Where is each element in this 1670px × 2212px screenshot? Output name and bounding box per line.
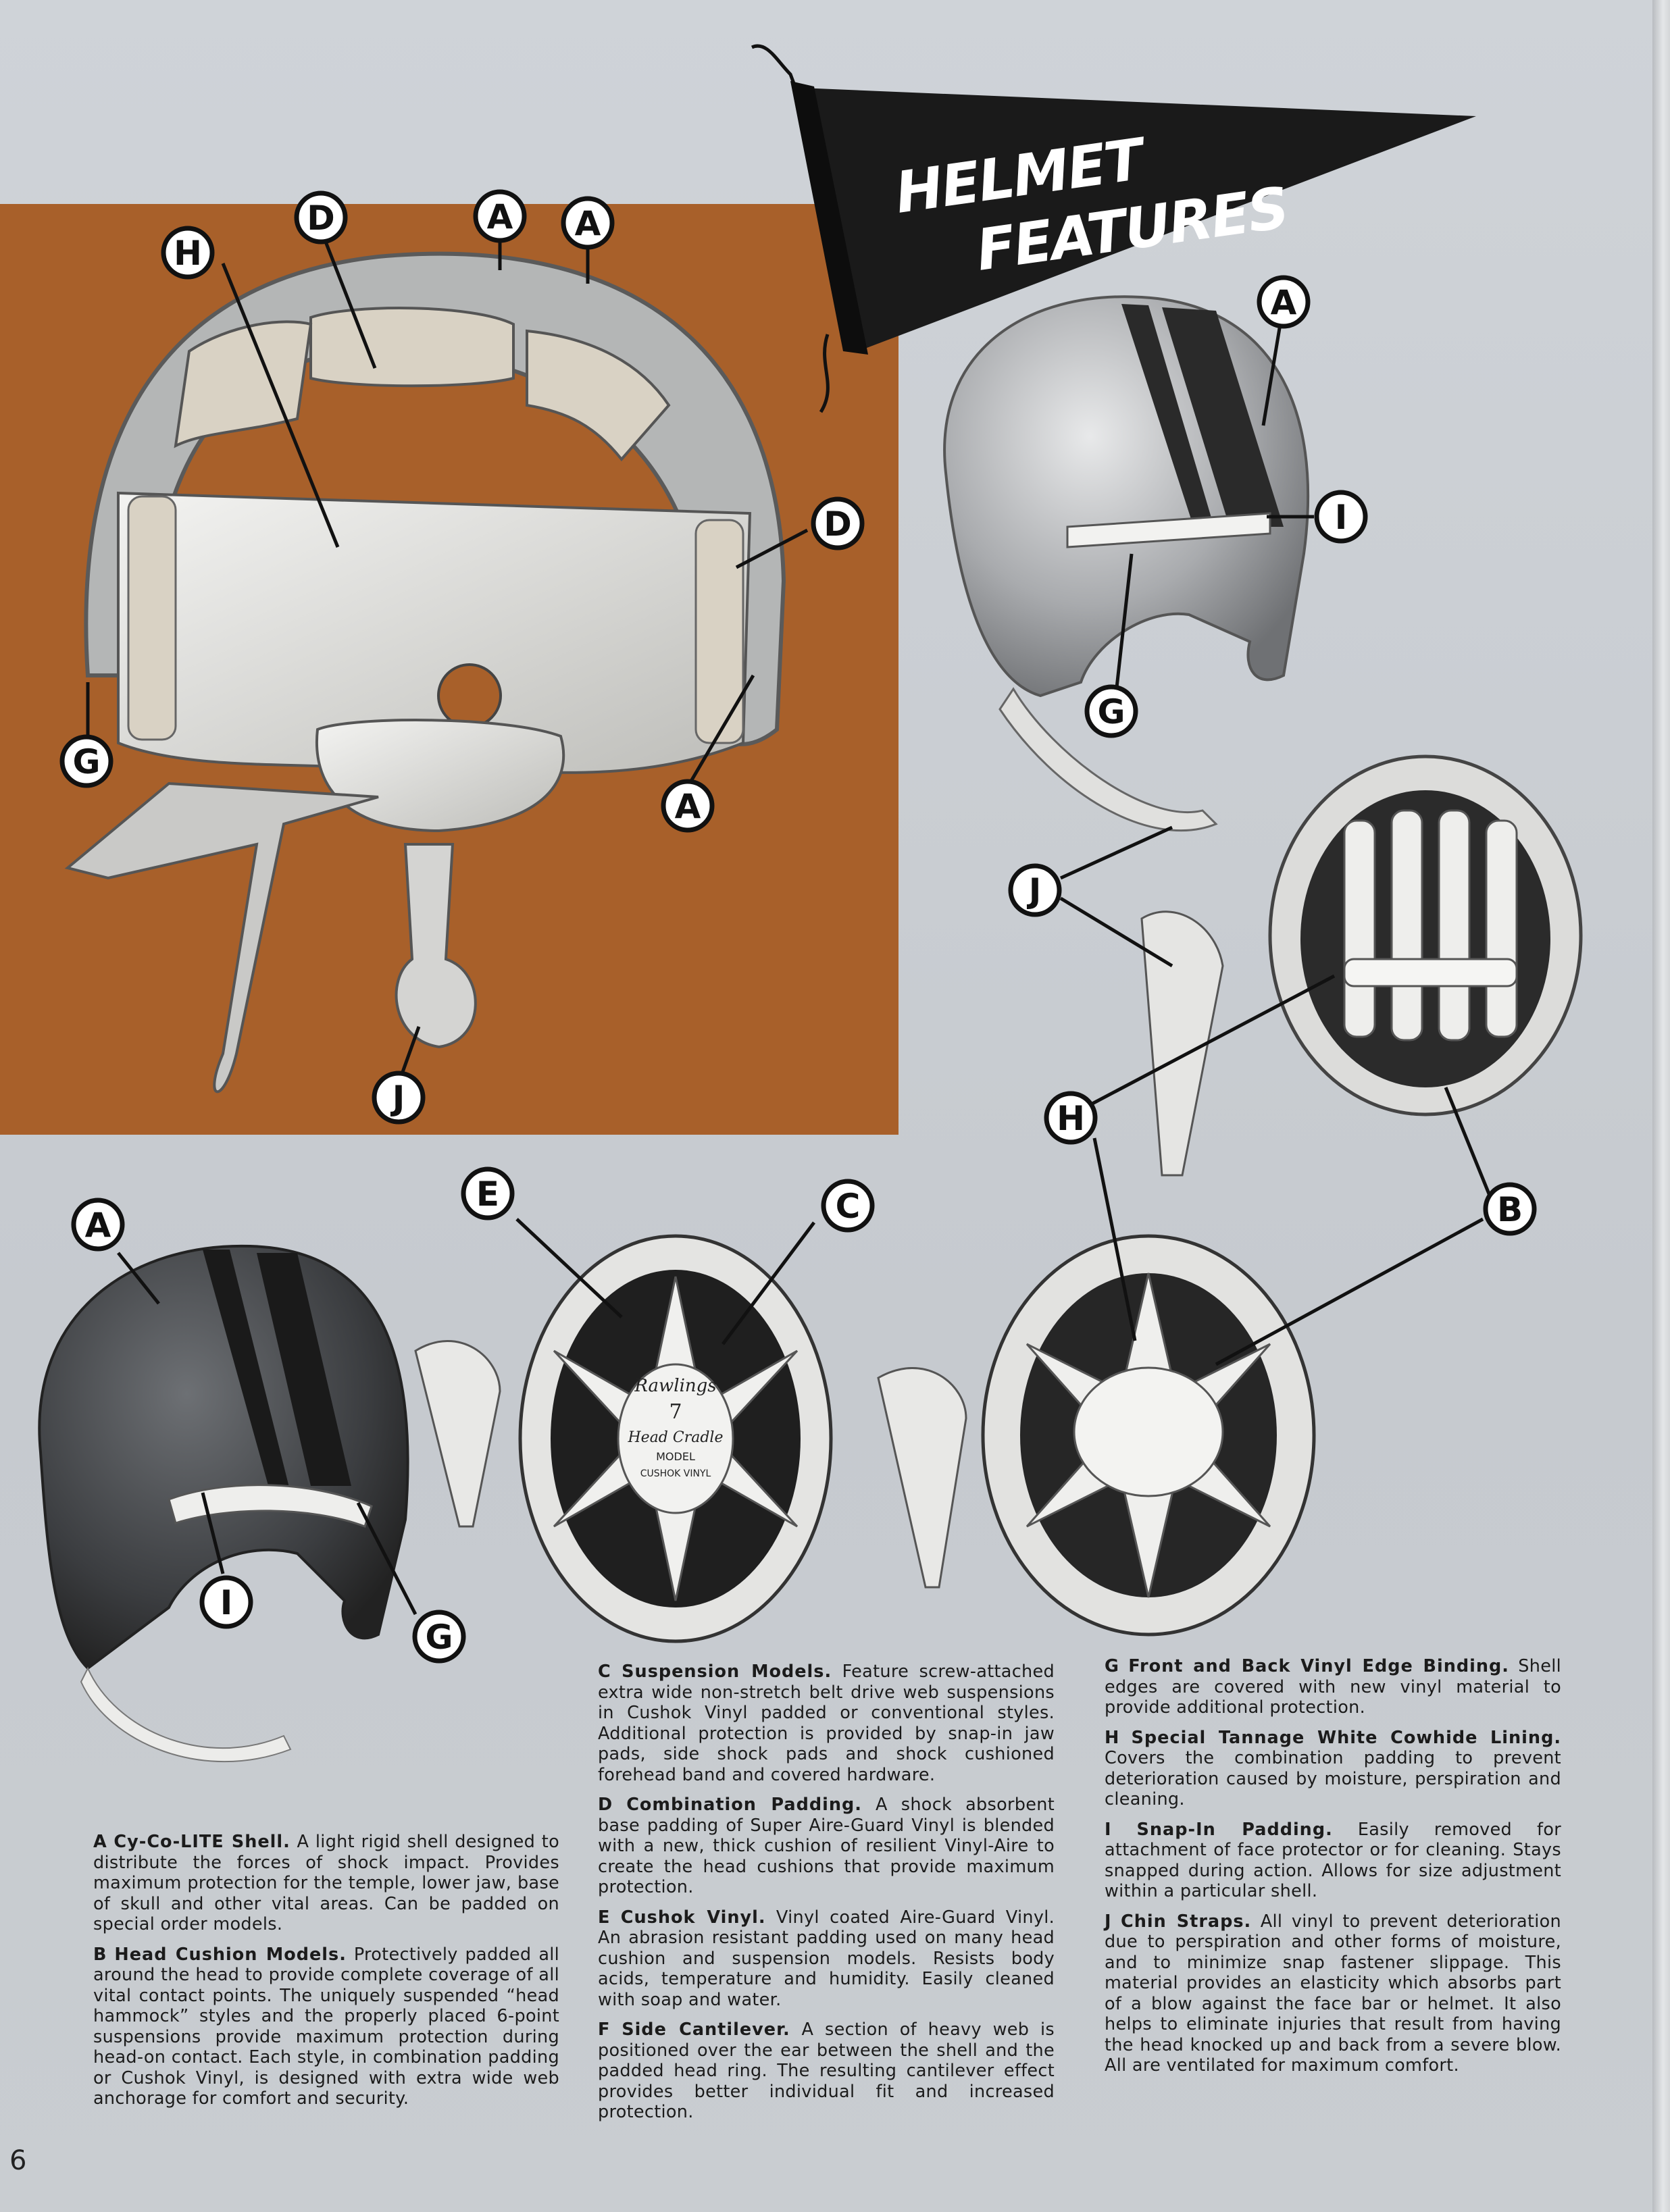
dark-helmet-illustration xyxy=(38,1244,409,1763)
callout-j-right: J xyxy=(1008,863,1062,917)
callout-d-top: D xyxy=(294,190,348,245)
pennant-banner: HELMET FEATURES xyxy=(751,44,1476,413)
suspension-helmet-illustration: Rawlings 7 Head Cradle MODEL CUSHOK VINY… xyxy=(414,1234,833,1643)
callout-a-dark: A xyxy=(71,1198,125,1252)
svg-text:H: H xyxy=(1057,1099,1085,1138)
callout-e: E xyxy=(461,1166,515,1220)
callout-i-dark: I xyxy=(199,1575,253,1629)
callout-c: C xyxy=(821,1179,875,1233)
callout-a-top-1: A xyxy=(473,189,527,243)
callout-a-top-2: A xyxy=(561,196,615,250)
feature-column-3: G Front and Back Vinyl Edge Binding. She… xyxy=(1105,1656,1561,2086)
feature-e: E Cushok Vinyl. Vinyl coated Aire-Guard … xyxy=(598,1907,1055,2010)
page-number: 6 xyxy=(9,2145,27,2176)
callout-h-right: H xyxy=(1044,1091,1098,1145)
callout-g-dark: G xyxy=(412,1610,466,1664)
feature-column-1: A Cy-Co-LITE Shell. A light rigid shell … xyxy=(93,1832,559,2119)
callout-h-top: H xyxy=(161,226,215,280)
feature-g: G Front and Back Vinyl Edge Binding. She… xyxy=(1105,1656,1562,1718)
svg-text:I: I xyxy=(1335,498,1348,537)
feature-c: C Suspension Models. Feature screw-attac… xyxy=(598,1662,1055,1785)
svg-text:A: A xyxy=(487,197,513,236)
feature-f: F Side Cantilever. A section of heavy we… xyxy=(598,2020,1055,2122)
helmet-model-label-1: Head Cradle xyxy=(627,1429,723,1446)
svg-text:C: C xyxy=(836,1187,861,1226)
svg-text:B: B xyxy=(1497,1190,1523,1229)
page-spine-edge xyxy=(1652,0,1670,2212)
callout-j-panel: J xyxy=(372,1071,426,1125)
feature-d: D Combination Padding. A shock absorbent… xyxy=(598,1795,1055,1897)
svg-text:H: H xyxy=(174,234,202,273)
svg-text:J: J xyxy=(390,1079,405,1118)
feature-column-2: C Suspension Models. Feature screw-attac… xyxy=(598,1662,1055,2132)
feature-j: J Chin Straps. All vinyl to prevent dete… xyxy=(1105,1911,1562,2076)
svg-text:D: D xyxy=(824,505,852,544)
callout-leader-lines xyxy=(86,229,1492,1616)
svg-text:A: A xyxy=(575,204,601,243)
callout-g-left: G xyxy=(59,734,113,788)
svg-text:E: E xyxy=(476,1175,499,1214)
cutaway-helmet-illustration xyxy=(64,251,786,1094)
callout-a-silver: A xyxy=(1257,275,1311,329)
callout-d-right: D xyxy=(811,496,865,550)
helmet-brand-label: Rawlings xyxy=(634,1376,716,1396)
pennant-flag-shape xyxy=(801,88,1476,351)
feature-h: H Special Tannage White Cowhide Lining. … xyxy=(1105,1727,1562,1810)
callout-g-silver: G xyxy=(1084,684,1138,738)
inner-helmet-top-view-2 xyxy=(877,1234,1316,1637)
svg-text:A: A xyxy=(85,1206,111,1245)
feature-b: B Head Cushion Models. Protectively padd… xyxy=(93,1944,560,2109)
svg-text:G: G xyxy=(1097,692,1125,731)
callout-a-panel: A xyxy=(661,779,715,833)
svg-text:G: G xyxy=(72,742,100,781)
helmet-size-label: 7 xyxy=(669,1400,682,1424)
feature-i: I Snap-In Padding. Easily removed for at… xyxy=(1105,1819,1562,1902)
svg-text:J: J xyxy=(1027,871,1042,910)
svg-text:D: D xyxy=(307,199,335,238)
svg-text:G: G xyxy=(425,1618,453,1657)
svg-text:I: I xyxy=(220,1583,233,1622)
svg-text:A: A xyxy=(1271,283,1297,322)
inner-helmet-top-view-1 xyxy=(1140,754,1583,1177)
helmet-model-label-2: MODEL xyxy=(656,1450,695,1463)
callout-i-silver: I xyxy=(1314,490,1368,544)
helmet-model-label-3: CUSHOK VINYL xyxy=(640,1468,711,1479)
callout-b-right: B xyxy=(1483,1182,1537,1236)
feature-a: A Cy-Co-LITE Shell. A light rigid shell … xyxy=(93,1832,560,1934)
svg-text:A: A xyxy=(675,787,701,826)
silver-helmet-illustration xyxy=(943,295,1310,831)
